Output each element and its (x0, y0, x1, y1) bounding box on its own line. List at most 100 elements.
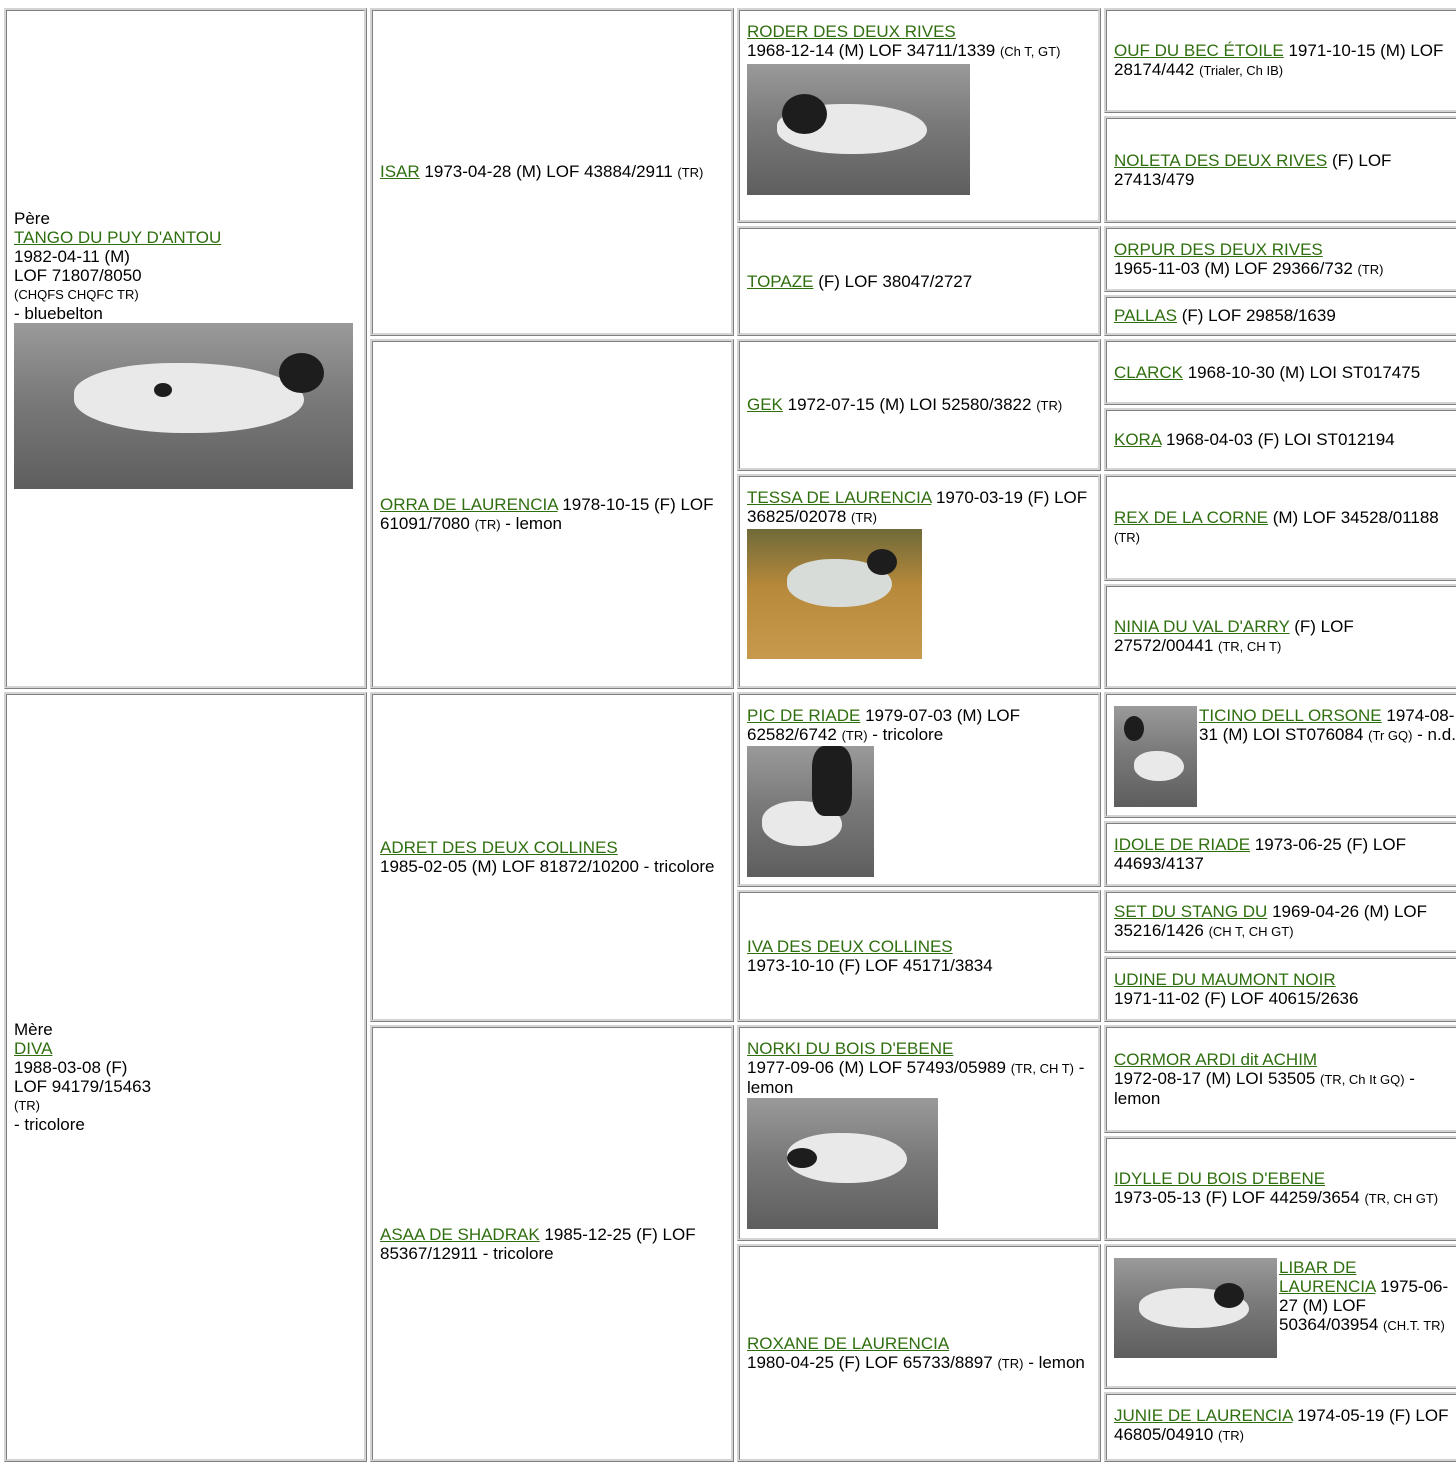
grandparent-cell: ADRET DES DEUX COLLINES 1985-02-05 (M) L… (370, 692, 734, 1022)
ancestor-cell: SET DU STANG DU 1969-04-26 (M) LOF 35216… (1104, 890, 1456, 953)
ancestor-cell: JUNIE DE LAURENCIA 1974-05-19 (F) LOF 46… (1104, 1392, 1456, 1462)
ancestor-name-link[interactable]: ORPUR DES DEUX RIVES (1114, 239, 1323, 259)
great-grandparent-color: - lemon (747, 1058, 1085, 1097)
ancestor-name-link[interactable]: CLARCK (1114, 362, 1183, 382)
great-grandparent-name-link[interactable]: RODER DES DEUX RIVES (747, 22, 956, 41)
ancestor-cell: NINIA DU VAL D'ARRY (F) LOF 27572/00441 … (1104, 584, 1456, 689)
sire-birth: 1982-04-11 (M) (14, 246, 130, 266)
great-grandparent-name-link[interactable]: ROXANE DE LAURENCIA (747, 1333, 950, 1353)
dam-reg: LOF 94179/15463 (14, 1077, 152, 1096)
ancestor-name-link[interactable]: UDINE DU MAUMONT NOIR (1114, 970, 1336, 989)
grandparent-name-link[interactable]: ASAA DE SHADRAK (380, 1224, 540, 1244)
great-grandparent-titles: (TR) (851, 510, 878, 525)
ancestor-info: 1969-04-26 (M) LOF 35216/1426 (1114, 902, 1428, 940)
sire-cell: Père TANGO DU PUY D'ANTOU 1982-04-11 (M)… (4, 8, 367, 689)
ancestor-cell: KORA 1968-04-03 (F) LOI ST012194 (1104, 408, 1456, 471)
ancestor-name-link[interactable]: JUNIE DE LAURENCIA (1114, 1406, 1293, 1425)
ancestor-name-link[interactable]: REX DE LA CORNE (1114, 508, 1268, 527)
ancestor-titles: (TR) (1114, 530, 1140, 545)
ancestor-cell: TICINO DELL ORSONE 1974-08-31 (M) LOI ST… (1104, 692, 1456, 818)
ancestor-cell: CORMOR ARDI dit ACHIM 1972-08-17 (M) LOI… (1104, 1025, 1456, 1133)
sire-photo (14, 322, 353, 489)
grandparent-name-link[interactable]: ISAR (380, 162, 420, 181)
ancestor-info: 1974-08-31 (M) LOI ST076084 (1199, 706, 1455, 744)
ancestor-info: 1971-10-15 (M) LOF 28174/442 (1114, 41, 1444, 79)
ancestor-name-link[interactable]: TICINO DELL ORSONE (1199, 706, 1382, 725)
ancestor-name-link[interactable]: PALLAS (1114, 306, 1178, 325)
great-grandparent-info: 1968-12-14 (M) LOF 34711/1339 (747, 41, 996, 60)
grandparent-color: - lemon (505, 513, 562, 533)
great-grandparent-info: 1979-07-03 (M) LOF 62582/6742 (747, 706, 1021, 744)
great-grandparent-cell: NORKI DU BOIS D'EBENE 1977-09-06 (M) LOF… (737, 1025, 1101, 1241)
ancestor-name-link[interactable]: NOLETA DES DEUX RIVES (1114, 150, 1328, 170)
great-grandparent-titles: (TR) (997, 1355, 1024, 1371)
great-grandparent-name-link[interactable]: GEK (747, 395, 783, 414)
great-grandparent-cell: GEK 1972-07-15 (M) LOI 52580/3822 (TR) (737, 339, 1101, 471)
ancestor-cell: UDINE DU MAUMONT NOIR 1971-11-02 (F) LOF… (1104, 956, 1456, 1022)
ancestor-name-link[interactable]: IDOLE DE RIADE (1114, 835, 1251, 854)
grandparent-cell: ASAA DE SHADRAK 1985-12-25 (F) LOF 85367… (370, 1025, 734, 1462)
great-grandparent-titles: (TR, CH T) (1010, 1061, 1074, 1076)
ancestor-cell: IDOLE DE RIADE 1973-06-25 (F) LOF 44693/… (1104, 821, 1456, 887)
grandparent-titles: (TR) (474, 516, 501, 532)
ancestor-photo (1114, 1258, 1277, 1358)
ancestor-cell: PALLAS (F) LOF 29858/1639 (1104, 295, 1456, 336)
ancestor-info: 1971-11-02 (F) LOF 40615/2636 (1114, 989, 1359, 1008)
great-grandparent-name-link[interactable]: NORKI DU BOIS D'EBENE (747, 1039, 954, 1058)
great-grandparent-name-link[interactable]: TOPAZE (747, 271, 814, 291)
great-grandparent-info: 1972-07-15 (M) LOI 52580/3822 (787, 395, 1032, 414)
great-grandparent-info: 1970-03-19 (F) LOF 36825/02078 (747, 488, 1088, 526)
ancestor-info: 1973-05-13 (F) LOF 44259/3654 (1114, 1188, 1360, 1207)
dam-name-link[interactable]: DIVA (14, 1039, 53, 1058)
ancestor-info: (F) LOF 27413/479 (1114, 150, 1392, 189)
great-grandparent-cell: RODER DES DEUX RIVES 1968-12-14 (M) LOF … (737, 8, 1101, 223)
grandparent-name-link[interactable]: ADRET DES DEUX COLLINES (380, 838, 618, 857)
great-grandparent-cell: ROXANE DE LAURENCIA 1980-04-25 (F) LOF 6… (737, 1244, 1101, 1462)
ancestor-name-link[interactable]: SET DU STANG DU (1114, 902, 1268, 921)
sire-name-link[interactable]: TANGO DU PUY D'ANTOU (14, 227, 222, 247)
great-grandparent-photo (747, 64, 970, 195)
sire-color: - bluebelton (14, 303, 103, 323)
ancestor-titles: (TR, CH GT) (1364, 1191, 1439, 1206)
ancestor-info: (F) LOF 29858/1639 (1181, 306, 1336, 325)
ancestor-titles: (TR) (1218, 1428, 1245, 1443)
great-grandparent-name-link[interactable]: TESSA DE LAURENCIA (747, 488, 932, 507)
great-grandparent-color: - lemon (1028, 1352, 1085, 1372)
ancestor-name-link[interactable]: KORA (1114, 430, 1162, 449)
dam-cell: Mère DIVA 1988-03-08 (F) LOF 94179/15463… (4, 692, 367, 1462)
ancestor-name-link[interactable]: NINIA DU VAL D'ARRY (1114, 617, 1290, 636)
ancestor-info: 1975-06-27 (M) LOF 50364/03954 (1279, 1277, 1449, 1334)
ancestor-name-link[interactable]: CORMOR ARDI dit ACHIM (1114, 1050, 1318, 1069)
ancestor-info: 1972-08-17 (M) LOI 53505 (1114, 1069, 1316, 1088)
ancestor-cell: ORPUR DES DEUX RIVES 1965-11-03 (M) LOF … (1104, 226, 1456, 292)
ancestor-cell: IDYLLE DU BOIS D'EBENE 1973-05-13 (F) LO… (1104, 1136, 1456, 1241)
ancestor-info: 1968-10-30 (M) LOI ST017475 (1187, 362, 1421, 382)
dam-titles: (TR) (14, 1098, 40, 1113)
great-grandparent-photo (747, 529, 922, 659)
ancestor-info: 1974-05-19 (F) LOF 46805/04910 (1114, 1406, 1449, 1444)
dam-birth: 1988-03-08 (F) (14, 1058, 128, 1077)
great-grandparent-info: 1977-09-06 (M) LOF 57493/05989 (747, 1058, 1006, 1077)
grandparent-info: 1985-02-05 (M) LOF 81872/10200 - tricolo… (380, 857, 715, 876)
ancestor-cell: REX DE LA CORNE (M) LOF 34528/01188 (TR) (1104, 474, 1456, 581)
ancestor-info: (M) LOF 34528/01188 (1272, 508, 1439, 527)
grandparent-info: 1978-10-15 (F) LOF 61091/7080 (380, 494, 714, 533)
ancestor-info: (F) LOF 27572/00441 (1114, 617, 1354, 655)
great-grandparent-cell: TOPAZE (F) LOF 38047/2727 (737, 226, 1101, 336)
grandparent-info: 1973-04-28 (M) LOF 43884/2911 (424, 162, 673, 181)
sire-titles: (CHQFS CHQFC TR) (14, 286, 139, 302)
ancestor-titles: (TR, Ch It GQ) (1320, 1072, 1405, 1087)
great-grandparent-titles: (TR) (841, 728, 868, 743)
ancestor-titles: (Trialer, Ch IB) (1199, 63, 1284, 78)
grandparent-name-link[interactable]: ORRA DE LAURENCIA (380, 494, 558, 514)
ancestor-name-link[interactable]: IDYLLE DU BOIS D'EBENE (1114, 1169, 1326, 1188)
great-grandparent-name-link[interactable]: IVA DES DEUX COLLINES (747, 937, 953, 956)
sire-role: Père (14, 208, 50, 228)
dam-color: - tricolore (14, 1115, 85, 1134)
great-grandparent-name-link[interactable]: PIC DE RIADE (747, 706, 861, 725)
ancestor-name-link[interactable]: LIBAR DE LAURENCIA (1279, 1258, 1376, 1296)
ancestor-name-link[interactable]: OUF DU BEC ÉTOILE (1114, 41, 1284, 60)
great-grandparent-cell: TESSA DE LAURENCIA 1970-03-19 (F) LOF 36… (737, 474, 1101, 689)
ancestor-cell: CLARCK 1968-10-30 (M) LOI ST017475 (1104, 339, 1456, 405)
ancestor-info: 1973-06-25 (F) LOF 44693/4137 (1114, 835, 1406, 873)
